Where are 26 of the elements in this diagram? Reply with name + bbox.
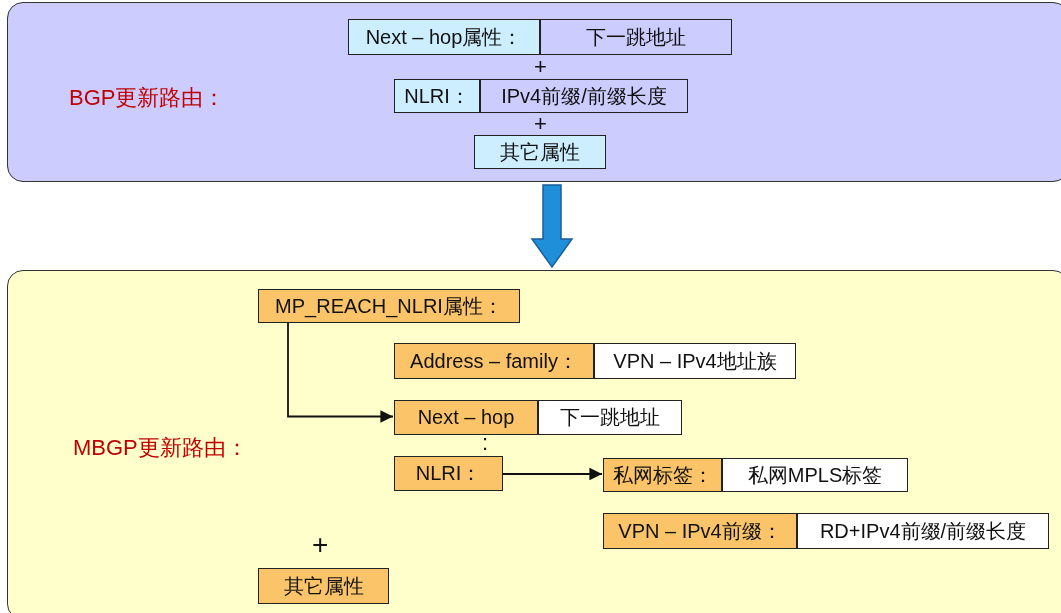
field-name-box: Address – family： [394,343,594,379]
field-name-box: VPN – IPv4前缀： [603,513,797,549]
field-value-box: IPv4前缀/前缀长度 [480,79,688,113]
field-name-box: 私网标签： [603,458,722,492]
arrow [501,467,603,481]
field-name-box: 其它属性 [474,135,606,169]
arrow [287,321,394,423]
panel [7,2,1061,182]
field-value-box: 下一跳地址 [540,19,732,55]
panel-heading: BGP更新路由： [69,84,226,112]
field-name-box: Next – hop属性： [348,19,540,55]
field-name-box: MP_REACH_NLRI属性： [258,289,520,323]
field-name-box: NLRI： [394,79,480,113]
field-value-box: RD+IPv4前缀/前缀长度 [797,513,1049,549]
plus-sign: + [534,111,547,137]
field-name-box: NLRI： [394,456,503,491]
plus-sign: + [312,529,329,561]
field-name-box: 其它属性 [258,568,389,604]
field-value-box: 下一跳地址 [538,400,682,435]
panel [7,270,1061,613]
field-name-box: Next – hop [394,400,538,435]
field-value-box: 私网MPLS标签 [722,458,908,492]
panel-heading: MBGP更新路由： [73,434,248,462]
plus-sign: + [534,54,547,80]
field-value-box: VPN – IPv4地址族 [594,343,796,379]
down-arrow [530,184,574,269]
